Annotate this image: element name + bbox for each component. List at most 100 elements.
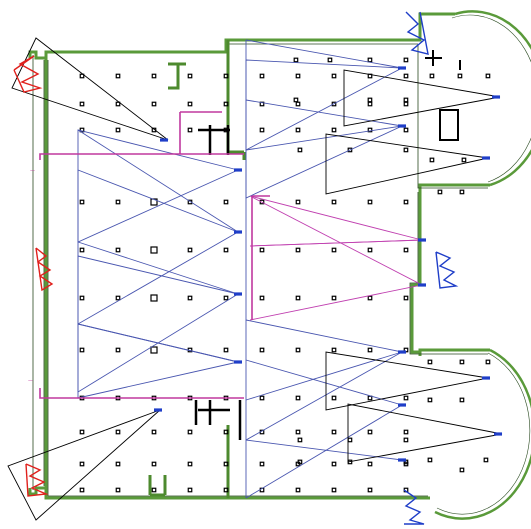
column-icon [295, 347, 301, 353]
column-icon [115, 347, 121, 353]
column-icon [347, 437, 353, 443]
column-icon [461, 157, 467, 163]
column-icon [259, 347, 265, 353]
column-icon [429, 73, 435, 79]
column-icon [403, 247, 409, 253]
column-icon [223, 199, 229, 205]
black-coverage-zones [7, 37, 503, 521]
camera-icon [418, 238, 426, 242]
column-icon [483, 457, 489, 463]
column-icon [459, 467, 465, 473]
column-icon [151, 101, 157, 107]
column-icon [187, 247, 193, 253]
column-icon [403, 73, 409, 79]
column-icon [115, 127, 121, 133]
column-icon [187, 127, 193, 133]
column-icon [459, 359, 465, 365]
column-icon [223, 487, 229, 493]
column-icon [295, 101, 301, 107]
column-icon [367, 429, 373, 435]
column-icon [367, 461, 373, 467]
column-icon [223, 461, 229, 467]
column-icon [427, 359, 433, 365]
column-icon [367, 395, 373, 401]
column-icon [331, 347, 337, 353]
column-icon [327, 57, 333, 63]
column-icon [367, 487, 373, 493]
column-icon [295, 127, 301, 133]
column-icon [457, 73, 463, 79]
column-icon [367, 347, 373, 353]
column-icon [295, 73, 301, 79]
column-icon [427, 397, 433, 403]
column-icon [403, 101, 409, 107]
column-icon [331, 101, 337, 107]
column-icon [367, 295, 373, 301]
column-icon [187, 461, 193, 467]
camera-icon [154, 408, 162, 412]
column-icon [115, 101, 121, 107]
column-icon [223, 73, 229, 79]
red-zigzag-marker-icon [13, 55, 54, 497]
column-icon [150, 294, 158, 302]
column-icon [459, 397, 465, 403]
svg-text:—: — [30, 168, 35, 174]
column-icon [150, 346, 158, 354]
camera-icon [234, 292, 242, 296]
column-icon [437, 189, 443, 195]
svg-text:—: — [28, 378, 33, 384]
camera-icon [398, 403, 406, 407]
column-icon [331, 429, 337, 435]
column-icon [115, 247, 121, 253]
column-icon [259, 247, 265, 253]
column-icon [151, 429, 157, 435]
column-icon [151, 487, 157, 493]
column-icon [115, 73, 121, 79]
camera-icon [398, 66, 406, 70]
camera-icon [418, 283, 426, 287]
column-icon [429, 157, 435, 163]
column-icon [331, 127, 337, 133]
column-icon [259, 199, 265, 205]
column-icon [223, 101, 229, 107]
column-icon [367, 247, 373, 253]
camera-icon [234, 168, 242, 172]
column-icon [259, 127, 265, 133]
column-icon [79, 429, 85, 435]
column-icon [403, 127, 409, 133]
camera-icon [160, 138, 168, 142]
column-icon [331, 199, 337, 205]
column-icon [223, 429, 229, 435]
column-icon [403, 395, 409, 401]
camera-icon [482, 376, 490, 380]
column-icon [79, 199, 85, 205]
column-icon [367, 199, 373, 205]
column-icon [187, 101, 193, 107]
column-icon [295, 429, 301, 435]
column-icon [79, 73, 85, 79]
column-icon [485, 73, 491, 79]
column-icon [403, 429, 409, 435]
column-icon [259, 73, 265, 79]
cameras [154, 66, 502, 462]
column-icon [151, 73, 157, 79]
column-icon [367, 127, 373, 133]
column-icon [79, 461, 85, 467]
pink-coverage-zones [249, 195, 424, 321]
column-icon [295, 247, 301, 253]
pipe-routes: — — [28, 111, 270, 399]
column-icon [295, 295, 301, 301]
column-icon [297, 459, 303, 465]
column-icon [331, 487, 337, 493]
column-icon [223, 247, 229, 253]
camera-icon [492, 95, 500, 99]
column-icon [259, 395, 265, 401]
column-icon [150, 246, 158, 254]
camera-icon [398, 458, 406, 462]
column-icon [403, 199, 409, 205]
column-icon [79, 101, 85, 107]
column-icon [79, 127, 85, 133]
column-icon [485, 359, 491, 365]
column-icon [79, 347, 85, 353]
